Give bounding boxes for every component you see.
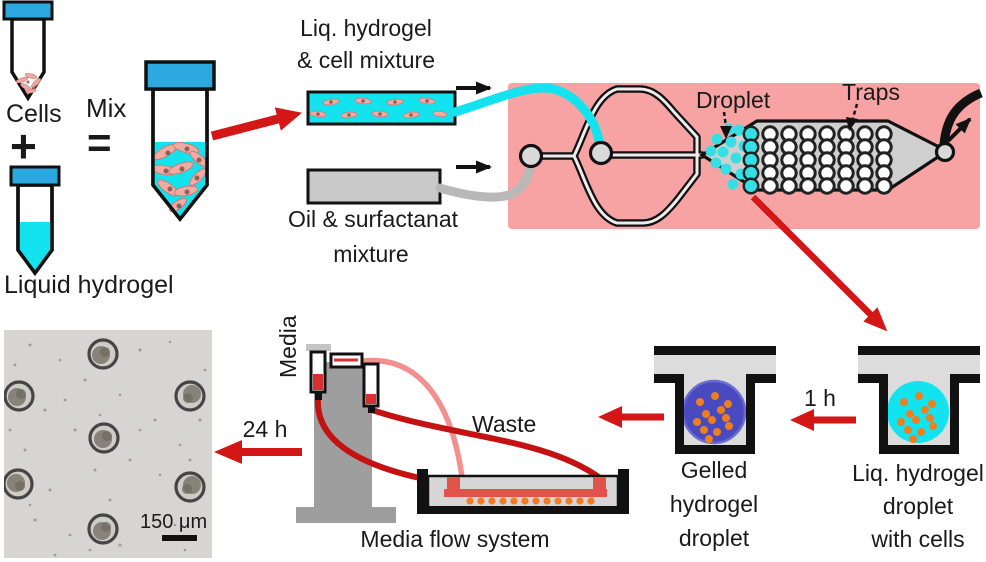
tube-cap — [9, 165, 61, 187]
perfusion-dish — [417, 469, 629, 514]
liquid-hydrogel-tube — [9, 165, 61, 276]
droplet-pointer-arrow — [720, 111, 732, 139]
mix-label: Mix — [86, 93, 126, 123]
droplet-label: Droplet — [696, 87, 771, 113]
chip-to-trap-arrow — [750, 194, 888, 332]
liq-hydrogel-trap — [858, 346, 980, 454]
cells-label: Cells — [6, 100, 62, 128]
media-flow-system-label: Media flow system — [360, 526, 549, 552]
tube-cap — [144, 60, 216, 91]
hydrogel-mixture-label-2: & cell mixture — [297, 47, 435, 73]
scale-bar-label: 150 μm — [140, 511, 207, 533]
plus-sign: + — [10, 120, 37, 172]
empty-trap-array — [761, 125, 893, 195]
liq-trap-label-3: with cells — [870, 526, 964, 552]
trap-walls — [654, 346, 776, 454]
tube-cap — [2, 0, 54, 21]
syringe-plunger — [306, 344, 331, 351]
gelled-trap — [654, 346, 776, 454]
traps-label: Traps — [842, 79, 900, 105]
reservoir-cells — [309, 97, 448, 119]
hydrogel-cell-reservoir — [306, 90, 457, 126]
waste-label: Waste — [472, 411, 536, 437]
cell-cluster — [15, 73, 41, 94]
outlet-port — [934, 141, 956, 163]
micro-traps-with-spheroids — [4, 338, 206, 545]
chip-channels — [528, 85, 706, 227]
encapsulated-cells — [693, 392, 733, 443]
gelled-label-2: hydrogel — [670, 491, 758, 517]
dish-chip-slab — [444, 489, 607, 497]
liquid-hydrogel-label: Liquid hydrogel — [4, 271, 174, 299]
outlet-tube-swoosh — [939, 88, 983, 146]
debris-speckles — [8, 340, 207, 557]
oil-inlet-port — [518, 143, 544, 169]
dish-frame — [417, 469, 629, 514]
gelled-label-3: droplet — [679, 525, 750, 551]
outlet-flow-arrow — [946, 117, 972, 143]
gelation-arrow — [790, 409, 856, 431]
cells-tube — [2, 0, 54, 102]
hydrogel-inlet-port — [588, 140, 614, 166]
media-label: Media — [275, 315, 301, 378]
oil-reservoir — [306, 168, 442, 205]
oil-mixture-label-2: mixture — [333, 241, 408, 267]
scale-bar — [162, 535, 197, 541]
dish-droplets — [466, 497, 595, 505]
waste-tube — [371, 407, 602, 481]
micrograph-panel: 150 μm — [4, 330, 212, 558]
time-1h-label: 1 h — [804, 385, 836, 411]
filled-trap-column — [742, 125, 760, 195]
pump-head — [329, 352, 364, 369]
liq-trap-label-1: Liq. hydrogel — [852, 460, 984, 486]
oil-feed-tube — [435, 155, 536, 202]
gelled-label-1: Gelled — [681, 457, 747, 483]
media-flow-system — [296, 344, 629, 523]
oil-mixture-label-1: Oil & surfactanat — [288, 206, 459, 232]
mixed-tube — [144, 60, 216, 222]
trap-walls — [858, 346, 980, 454]
traps-pointer-arrow — [846, 103, 859, 131]
to-flow-system-arrow — [598, 406, 664, 428]
culture-arrow — [214, 440, 302, 464]
mix-to-reservoir-arrow — [210, 107, 303, 141]
media-syringe — [309, 350, 327, 400]
waste-syringe — [362, 362, 380, 413]
hydrogel-liquid — [18, 222, 52, 273]
time-24h-label: 24 h — [243, 416, 288, 442]
liq-trap-label-2: droplet — [883, 493, 954, 519]
encapsulated-cells — [897, 392, 937, 443]
media-supply-tube — [355, 357, 466, 486]
pump-base — [296, 507, 396, 523]
hydrogel-feed-tube — [450, 83, 605, 151]
equals-sign: = — [87, 119, 112, 166]
hydrogel-mixture-label-1: Liq. hydrogel — [300, 15, 432, 41]
